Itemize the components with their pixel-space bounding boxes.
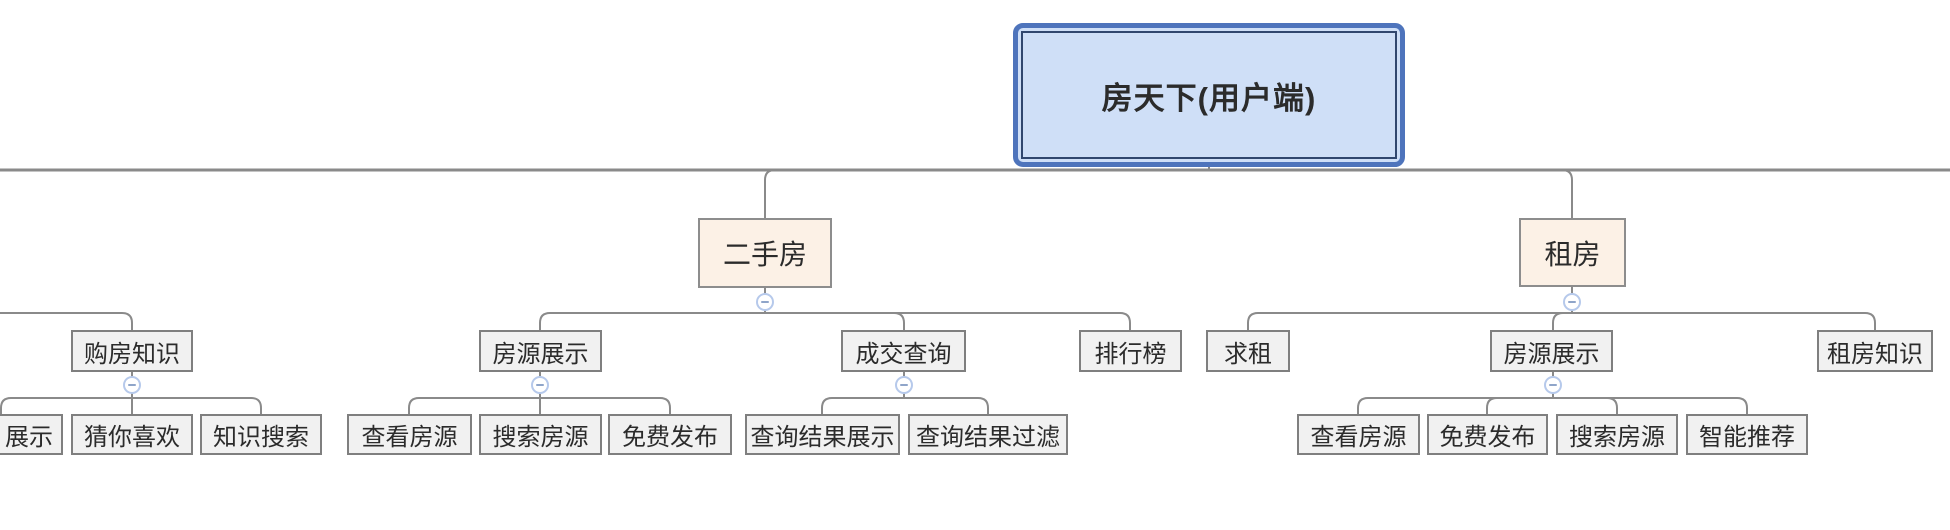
node-mianfei-fabu-ershoufang[interactable]: 免费发布 — [608, 414, 732, 455]
node-chengjiao-chaxun[interactable]: 成交查询 — [841, 330, 966, 372]
node-fangyuan-zhanshi-zufang[interactable]: 房源展示 — [1490, 330, 1613, 372]
node-paihangbang[interactable]: 排行榜 — [1079, 330, 1182, 372]
node-zhishi-sousuo[interactable]: 知识搜索 — [200, 414, 322, 455]
node-zhanshi-partial[interactable]: 展示 — [0, 414, 63, 455]
collapse-button-fangyuan-zhanshi-ershoufang[interactable] — [531, 376, 549, 394]
collapse-button-zufang[interactable] — [1563, 293, 1581, 311]
node-cainixihuan[interactable]: 猜你喜欢 — [71, 414, 193, 455]
node-ershoufang[interactable]: 二手房 — [698, 218, 832, 288]
minus-icon — [900, 384, 908, 386]
node-sousuo-fangyuan-ershoufang[interactable]: 搜索房源 — [479, 414, 602, 455]
minus-icon — [536, 384, 544, 386]
node-root-label: 房天下(用户端) — [1021, 31, 1397, 159]
node-sousuo-fangyuan-zufang[interactable]: 搜索房源 — [1556, 414, 1678, 455]
node-chaxun-jieguo-zhanshi[interactable]: 查询结果展示 — [745, 414, 900, 455]
node-chakan-fangyuan-zufang[interactable]: 查看房源 — [1297, 414, 1420, 455]
node-qiuzu[interactable]: 求租 — [1206, 330, 1290, 372]
node-mianfei-fabu-zufang[interactable]: 免费发布 — [1427, 414, 1548, 455]
node-chaxun-jieguo-guolv[interactable]: 查询结果过滤 — [908, 414, 1068, 455]
node-zufang-zhishi[interactable]: 租房知识 — [1817, 330, 1933, 372]
node-goufang-zhishi[interactable]: 购房知识 — [71, 330, 193, 372]
collapse-button-chengjiao-chaxun[interactable] — [895, 376, 913, 394]
minus-icon — [128, 384, 136, 386]
collapse-button-ershoufang[interactable] — [756, 293, 774, 311]
node-chakan-fangyuan-ershoufang[interactable]: 查看房源 — [347, 414, 472, 455]
collapse-button-goufang-zhishi[interactable] — [123, 376, 141, 394]
minus-icon — [1549, 384, 1557, 386]
collapse-button-fangyuan-zhanshi-zufang[interactable] — [1544, 376, 1562, 394]
node-zufang[interactable]: 租房 — [1519, 218, 1626, 287]
minus-icon — [1568, 301, 1576, 303]
minus-icon — [761, 301, 769, 303]
node-fangyuan-zhanshi-ershoufang[interactable]: 房源展示 — [479, 330, 602, 372]
node-root[interactable]: 房天下(用户端) — [1013, 23, 1405, 167]
node-zhineng-tuijian[interactable]: 智能推荐 — [1686, 414, 1808, 455]
